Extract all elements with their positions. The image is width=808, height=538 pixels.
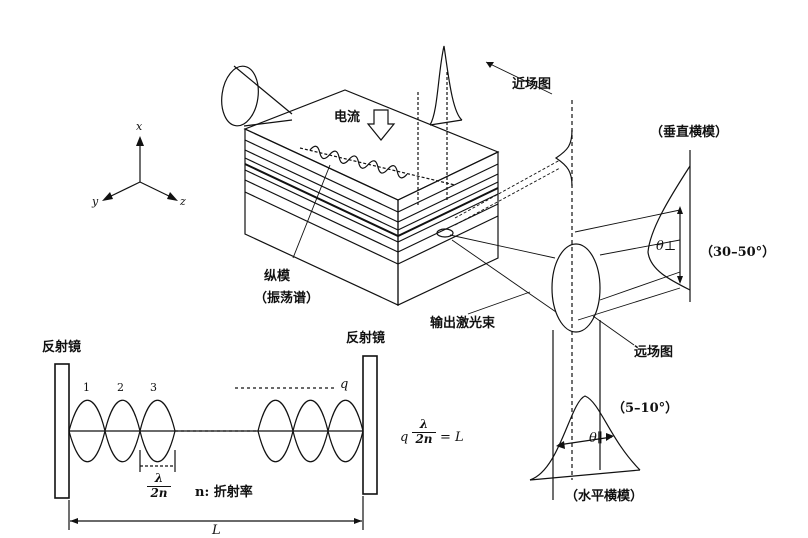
- output-beam-label: 输出激光束: [430, 316, 496, 331]
- horizontal-mode-label: （水平横模）: [565, 489, 644, 504]
- vertical-angle-label: （30–50°）: [700, 245, 776, 260]
- horizontal-angle-label: （5–10°）: [612, 401, 679, 416]
- refractive-index-label: n: 折射率: [195, 485, 253, 500]
- fraction-denominator: 2n: [150, 485, 168, 500]
- longitudinal-spectrum-label: （振荡谱）: [254, 291, 320, 306]
- back-beam: [221, 65, 293, 127]
- far-field-spot: [551, 243, 601, 333]
- equation-fraction: λ 2n: [412, 417, 436, 447]
- equation-numerator: λ: [419, 417, 429, 431]
- leader-lines: [292, 61, 635, 346]
- fraction-numerator: λ: [154, 471, 164, 485]
- mode-number-q: q: [340, 377, 349, 392]
- coordinate-axes: [102, 136, 178, 201]
- near-field-top: [417, 45, 463, 205]
- fabry-perot-cavity: [54, 355, 378, 530]
- theta-perp-label: θ⊥: [656, 239, 677, 254]
- axis-y-label: y: [92, 195, 99, 208]
- cavity-length-label: L: [212, 523, 221, 538]
- mirror-right-plate: [362, 355, 378, 495]
- equation-rhs: = L: [440, 430, 464, 445]
- theta-par-label: θ∥: [589, 431, 603, 446]
- mode-number-2: 2: [117, 381, 124, 394]
- laser-chip: [243, 89, 500, 306]
- equation-denominator: 2n: [415, 431, 433, 446]
- equation-q: q: [400, 430, 409, 445]
- mode-number-1: 1: [83, 381, 90, 394]
- y-axis: [106, 181, 141, 199]
- far-field-label: 远场图: [634, 345, 674, 360]
- mirror-right-label: 反射镜: [346, 331, 386, 346]
- axis-z-label: z: [180, 195, 186, 208]
- axis-x-label: x: [136, 120, 143, 133]
- vertical-mode-label: （垂直横模）: [650, 125, 729, 140]
- longitudinal-mode-label: 纵模: [264, 269, 291, 284]
- near-field-label: 近场图: [512, 77, 552, 92]
- horizontal-mode-profile: [529, 320, 641, 500]
- vertical-mode-profile: [647, 150, 691, 302]
- lambda-over-2n-fraction: λ 2n: [147, 471, 171, 501]
- current-label: 电流: [334, 110, 361, 125]
- mode-number-3: 3: [150, 381, 157, 394]
- near-field-profile: [554, 100, 573, 480]
- mirror-left-plate: [54, 363, 70, 499]
- z-axis: [139, 181, 174, 199]
- beam-projection: [449, 159, 681, 321]
- mirror-left-label: 反射镜: [42, 340, 82, 355]
